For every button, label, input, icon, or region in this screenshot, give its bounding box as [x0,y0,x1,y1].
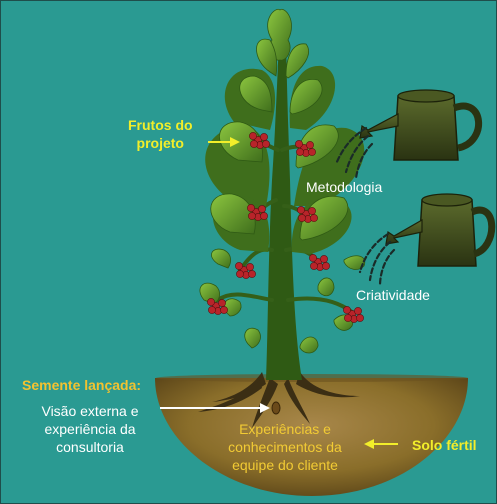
label-experiencias: Experiências e conhecimentos da equipe d… [228,421,342,473]
trunk [266,20,302,380]
label-visao: Visão externa e experiência da consultor… [41,403,139,455]
watering-can-icon [385,193,496,267]
arrows [160,137,398,449]
water-drops-icon [334,126,374,180]
roots [198,372,360,428]
water-drops-icon [358,232,396,288]
watering-can-icon [359,89,483,161]
label-solo: Solo fértil [412,437,477,453]
label-frutos: Frutos do projeto [128,117,193,151]
label-metodologia: Metodologia [306,179,383,195]
seed-icon [271,401,281,415]
label-semente: Semente lançada: [22,377,142,393]
fruit-cluster-icon [207,132,364,323]
label-criatividade: Criatividade [356,287,430,303]
